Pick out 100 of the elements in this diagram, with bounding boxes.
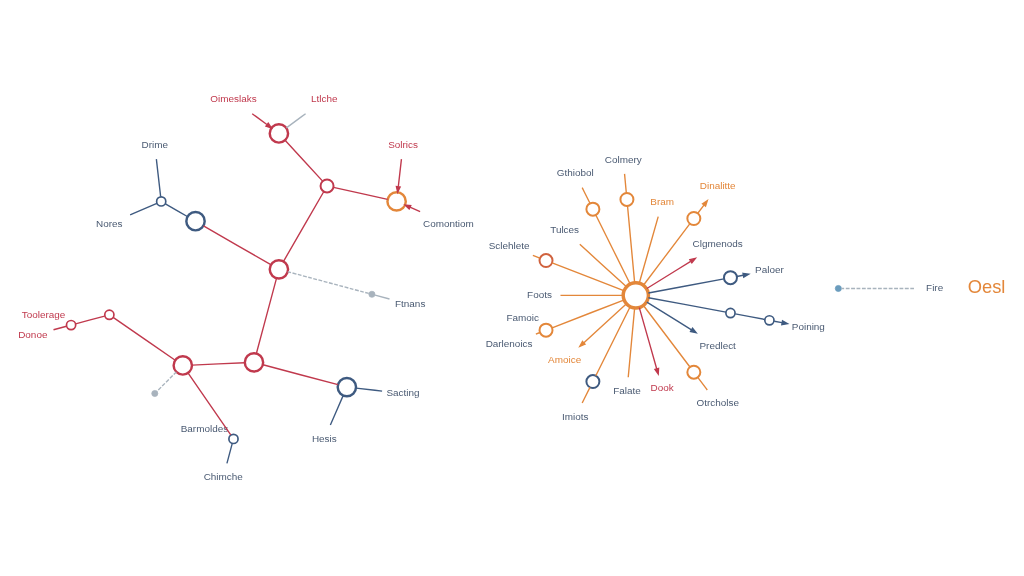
connector — [112, 316, 176, 361]
connector — [535, 331, 541, 335]
node-text: Hesis — [311, 432, 337, 444]
node-text: Fire — [926, 281, 944, 293]
connector — [551, 298, 625, 328]
node-text: Darlenoics — [485, 337, 533, 349]
node-text: Otrcholse — [696, 396, 739, 408]
connector — [579, 243, 627, 287]
node-circle — [619, 191, 635, 207]
arrow — [403, 203, 421, 212]
node-circle — [386, 190, 407, 212]
node-circle — [336, 376, 358, 397]
node-text: Clgmenods — [692, 237, 743, 249]
connector — [581, 186, 591, 204]
node-text: Dook — [650, 381, 674, 393]
node-circle — [185, 210, 206, 232]
connector — [255, 277, 278, 354]
connector — [287, 270, 370, 294]
connector — [329, 394, 344, 426]
arrow — [773, 319, 790, 325]
connector — [734, 312, 766, 320]
connector — [164, 202, 189, 217]
node-label: Toolerage — [21, 308, 66, 320]
connector — [627, 306, 636, 378]
connector — [355, 386, 383, 392]
node-circle — [764, 314, 775, 326]
node-text: Imiots — [561, 410, 589, 422]
node-text: Tulces — [550, 223, 580, 235]
node-circle — [621, 280, 651, 310]
arrow — [578, 302, 627, 348]
connector — [697, 376, 708, 391]
connector — [642, 222, 691, 286]
connector — [647, 296, 727, 313]
connector — [262, 363, 339, 385]
connector — [129, 202, 158, 216]
node-text: Poining — [791, 320, 825, 332]
node-circle — [722, 269, 738, 285]
connector — [623, 172, 627, 194]
node-circle — [585, 373, 601, 389]
arrow — [251, 112, 274, 129]
node-text: Oimeslaks — [210, 92, 257, 104]
connector — [282, 190, 325, 262]
connector — [647, 277, 725, 294]
node-text: Nores — [96, 217, 123, 229]
node-text: Solrics — [388, 138, 418, 150]
node-text: Ftnans — [395, 297, 426, 309]
node-circle — [319, 177, 335, 193]
connector — [52, 325, 68, 330]
arrow — [646, 301, 698, 334]
arrow — [646, 256, 698, 289]
node-circle — [538, 322, 554, 338]
connector — [226, 442, 233, 464]
node-circle — [538, 252, 554, 268]
node-circle — [268, 122, 290, 144]
node-circle — [228, 433, 239, 444]
connector — [374, 293, 391, 300]
node-circle — [686, 210, 702, 226]
node-label: Famoic — [506, 311, 539, 323]
connector — [285, 112, 307, 129]
connector — [284, 139, 324, 182]
node-text: Predlect — [699, 339, 736, 351]
connector — [155, 157, 162, 197]
connector — [191, 361, 246, 366]
node-text: Bram — [650, 195, 675, 207]
node-text: Comontiom — [423, 217, 474, 229]
node-circle — [65, 319, 77, 330]
node-text: Dinalitte — [699, 179, 736, 191]
node-circle — [155, 195, 167, 207]
connector — [642, 304, 691, 367]
connector — [551, 261, 625, 291]
node-text: Foots — [527, 288, 552, 300]
connector — [581, 386, 591, 404]
node-circle — [172, 354, 194, 376]
node-text: Paloer — [755, 263, 784, 275]
connector — [332, 186, 389, 200]
node-circle — [686, 364, 702, 380]
label: Oesl — [967, 275, 1006, 297]
node-text: Falate — [613, 384, 641, 396]
node-text: Chimche — [203, 470, 243, 482]
connector — [532, 254, 541, 259]
node-circle — [834, 284, 842, 292]
node-circle — [268, 258, 290, 280]
node-text: Amoice — [548, 353, 582, 365]
node-text: Ltlche — [311, 92, 338, 104]
node-text: Colmery — [604, 153, 642, 165]
connector — [638, 215, 659, 284]
node-text: Sclehlete — [488, 239, 530, 251]
node-circle — [725, 307, 736, 318]
arrow — [395, 157, 403, 194]
arrow — [638, 306, 660, 376]
arrow — [697, 198, 709, 214]
connector — [202, 224, 272, 265]
node-circle — [243, 351, 265, 373]
node-text: Sacting — [386, 386, 420, 398]
node-circle — [151, 389, 159, 397]
node-circle — [585, 201, 601, 217]
connector — [840, 287, 915, 289]
node-circle — [368, 290, 376, 298]
node-text: Donoe — [18, 328, 48, 340]
connector — [156, 370, 177, 392]
